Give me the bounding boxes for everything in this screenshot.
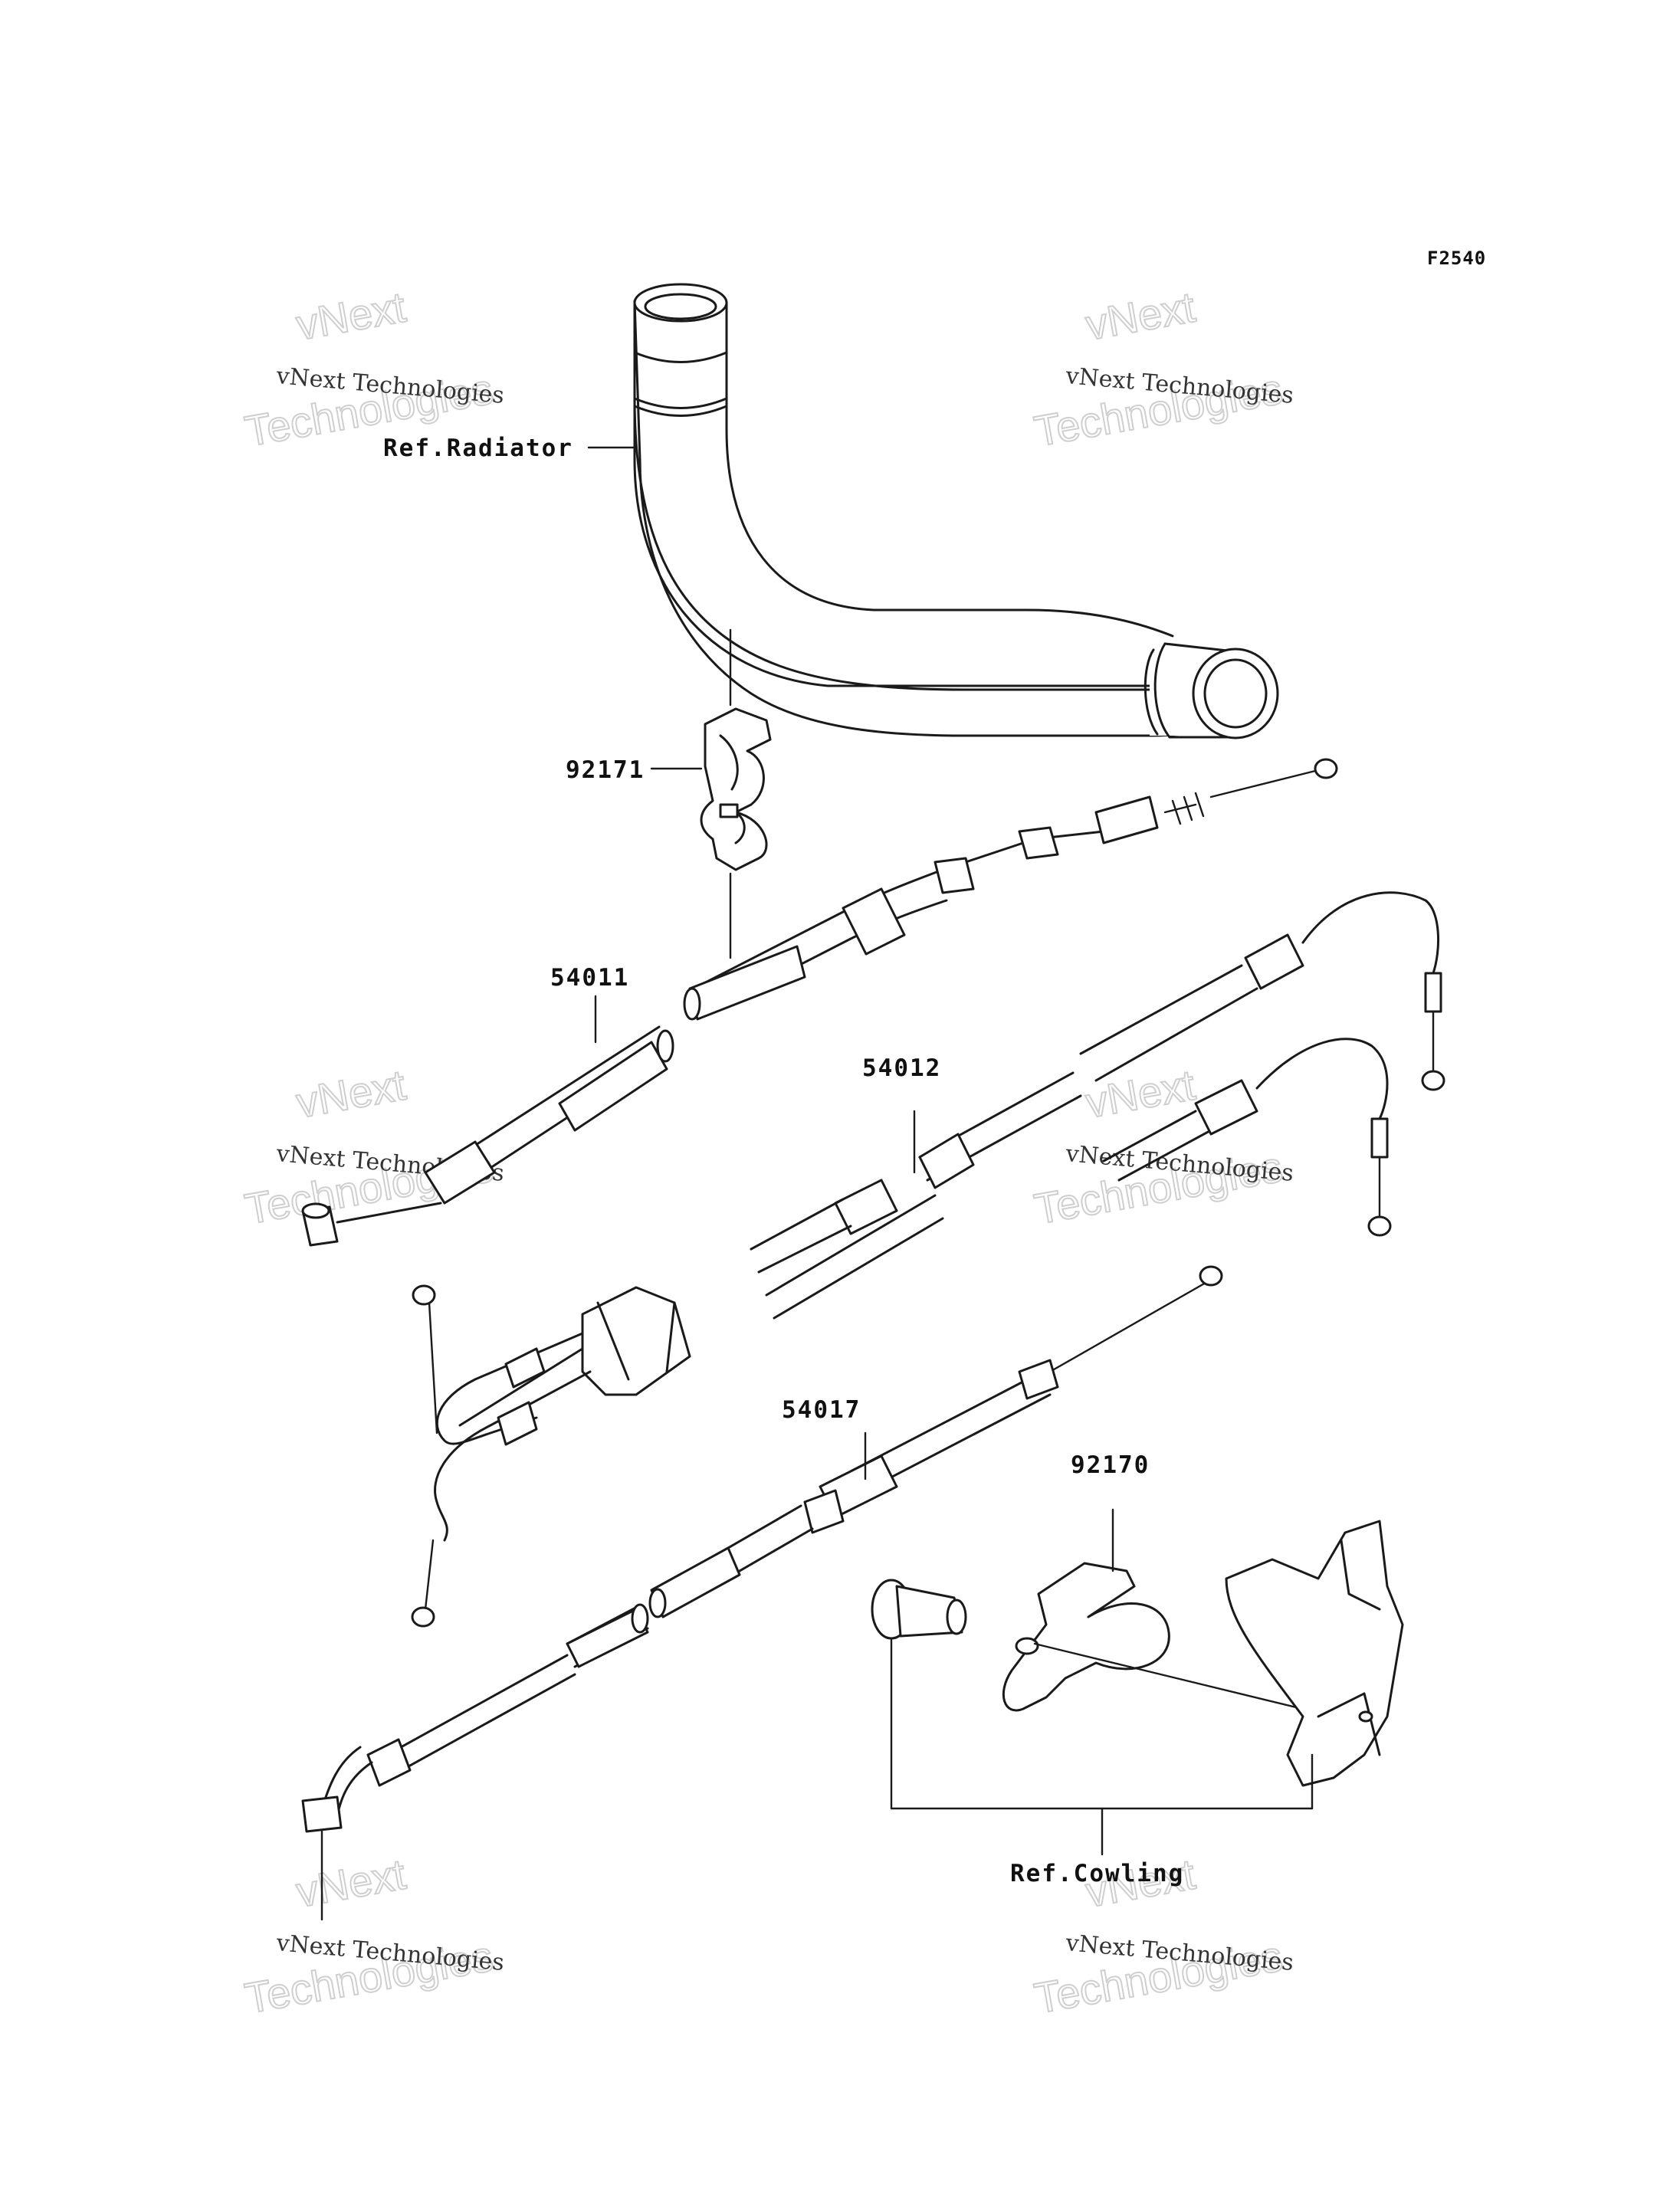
ref-radiator-label: Ref.Radiator [383,434,573,462]
cable-54011 [301,758,1338,1247]
ref-cowling-label: Ref.Cowling [1010,1860,1184,1887]
watermark-top-right: vNext Technologies vNext Technologies [1030,282,1294,457]
bolt [871,1579,967,1810]
part-54011-label: 54011 [550,964,629,992]
watermark-bottom-left: vNext Technologies vNext Technologies [241,1849,505,2024]
watermark-vnext: vNext [293,1850,409,1917]
watermark-vnext: vNext [293,283,409,349]
figure-code: F2540 [1427,248,1486,269]
watermark-vnext: vNext [293,1061,409,1127]
part-54017-label: 54017 [782,1396,861,1424]
cable-54012 [411,891,1445,1628]
cowling-bracket [1225,1520,1404,1810]
watermark-top-left: vNext Technologies vNext Technologies [241,282,505,457]
cable-54017 [301,1265,1223,1921]
watermark-mid-right: vNext Technologies vNext Technologies [1030,1060,1294,1235]
watermark-vnext: vNext [1082,1061,1199,1127]
radiator-hose [587,283,1279,739]
watermark-vnext: vNext [1082,283,1199,349]
cowling-leader [890,1807,1314,1856]
part-92171-label: 92171 [566,756,645,784]
bracket-92170 [1002,1508,1320,1714]
part-92170-label: 92170 [1071,1451,1150,1479]
part-54012-label: 54012 [862,1054,941,1082]
clamp-92171 [650,628,772,959]
